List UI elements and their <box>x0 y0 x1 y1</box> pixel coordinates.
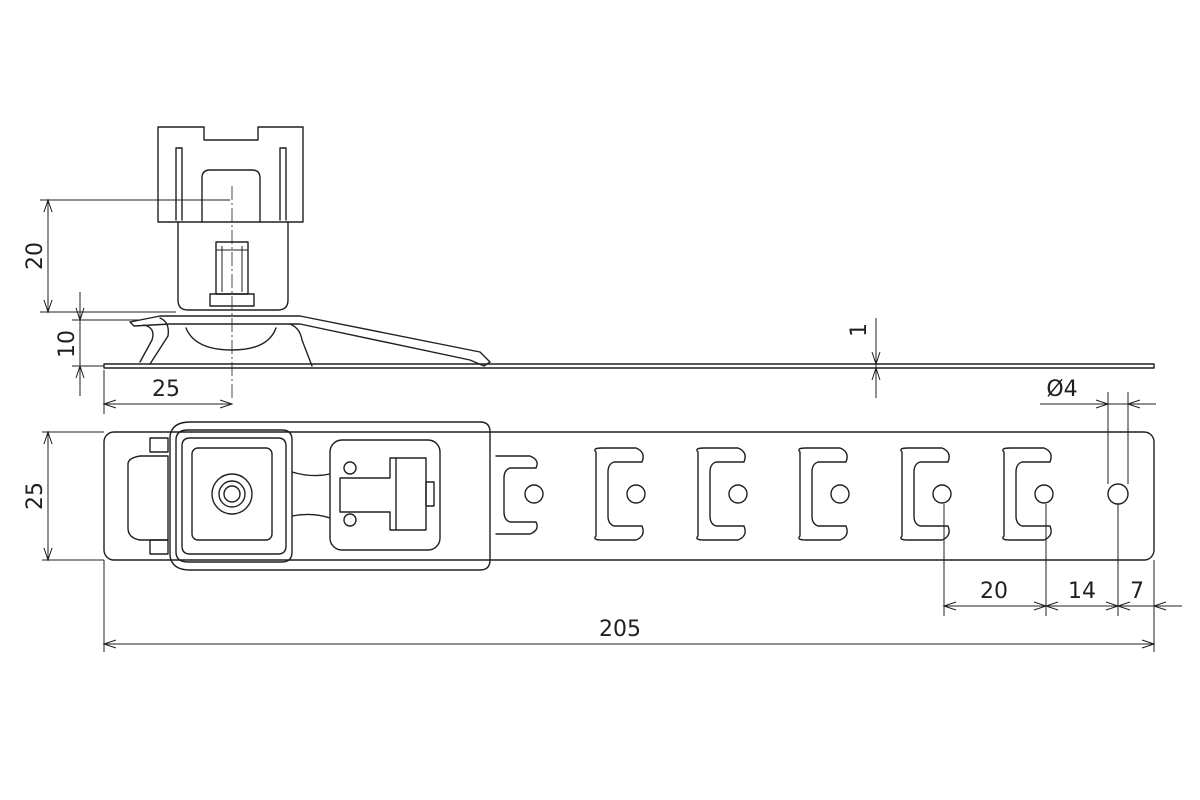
dim-end-distance-label: 7 <box>1130 579 1144 604</box>
dim-axis-offset-label: 25 <box>152 377 180 402</box>
strip-clip-0 <box>495 455 544 535</box>
dim-overall-length-label: 205 <box>599 617 641 642</box>
clamp-plate <box>129 315 491 367</box>
strip-side <box>103 363 1155 369</box>
strip-clips <box>594 447 1054 541</box>
strip-clip <box>798 447 850 541</box>
dim-strip-thickness-label: 1 <box>847 323 872 337</box>
strip-clip <box>900 447 952 541</box>
dim-hole-pitch-label: 20 <box>980 579 1008 604</box>
dim-axis-offset: 25 <box>102 370 234 414</box>
strip-clip <box>696 447 748 541</box>
dim-strip-width-label: 25 <box>23 482 48 510</box>
dim-bolt-height-label: 20 <box>23 242 48 270</box>
clamp-bracket <box>157 126 304 311</box>
dim-last-hole-gap-label: 14 <box>1068 579 1096 604</box>
dim-clamp-height-label: 10 <box>55 330 80 358</box>
end-hole <box>1107 483 1129 505</box>
dim-hole-spacing: 20 14 7 <box>942 504 1182 652</box>
dim-hole-diameter-label: Ø4 <box>1046 377 1077 402</box>
strip-clip <box>1002 447 1054 541</box>
strip-clip <box>594 447 646 541</box>
top-view: Ø4 25 20 14 7 205 <box>23 377 1182 652</box>
clamp-housing <box>127 421 491 571</box>
dim-hole-diameter: Ø4 <box>1040 377 1156 484</box>
dim-overall-length: 205 <box>102 560 1156 652</box>
side-view: 20 10 25 1 <box>23 126 1155 414</box>
dim-strip-width: 25 <box>23 430 104 562</box>
dim-bolt-height: 20 <box>23 198 230 314</box>
strip-top <box>103 431 1155 561</box>
dim-clamp-height: 10 <box>55 292 140 396</box>
dim-strip-thickness: 1 <box>847 318 881 398</box>
